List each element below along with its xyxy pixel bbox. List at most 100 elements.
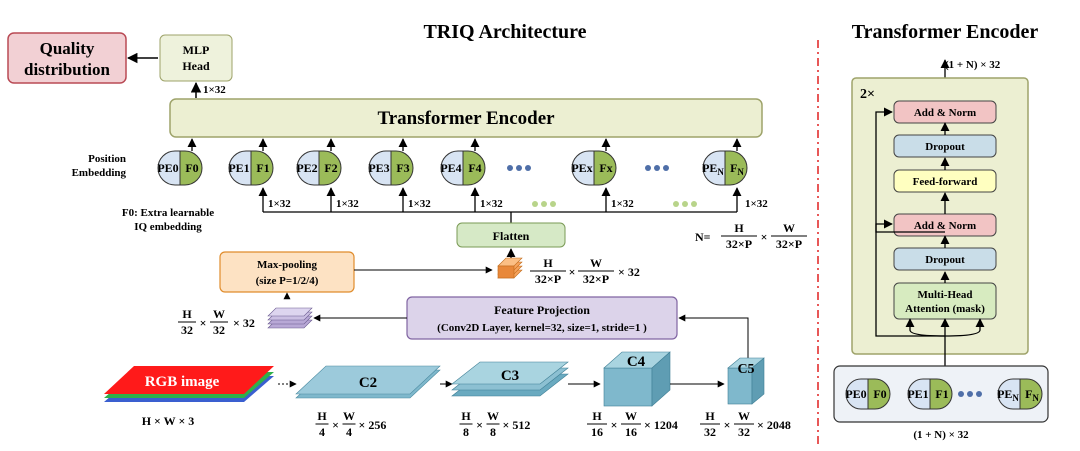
stage-times-1: × <box>476 418 483 432</box>
f0-note-2: IQ embedding <box>134 221 202 233</box>
stage-num1-3: H <box>705 409 715 423</box>
encoder-detail: (1 + N) × 32 2× Add & NormDropoutFeed-fo… <box>833 59 1049 441</box>
stage-den2-2: 16 <box>625 425 637 439</box>
top-pe-label-0: PE0 <box>157 161 178 175</box>
proj-tail: × 32 <box>233 316 255 330</box>
stage-c3: C3 <box>451 361 569 397</box>
proj-den1: 32 <box>181 323 193 337</box>
top-pe-label-2: PE2 <box>296 161 317 175</box>
encoder-block-label-1: Dropout <box>925 141 965 153</box>
ellipsis-dots-top <box>507 165 669 171</box>
encoder-block-label-4: Dropout <box>925 254 965 266</box>
top-f-label-5: Fx <box>599 161 612 175</box>
stage-den2-1: 8 <box>490 425 496 439</box>
stage-num1-1: H <box>461 409 471 423</box>
flatten-label: Flatten <box>493 229 530 243</box>
pooled-num2: W <box>590 256 602 270</box>
enc-in-pe-label-0: PE0 <box>845 387 866 401</box>
n-formula-den1: 32×P <box>726 237 752 251</box>
pooled-num1: H <box>543 256 553 270</box>
stage-tail-1: × 512 <box>503 418 531 432</box>
encoder-block-2: Feed-forward <box>893 169 997 193</box>
quality-distribution-box: Quality distribution <box>7 32 127 84</box>
n-formula-num2: W <box>783 221 795 235</box>
position-embedding-label-2: Embedding <box>72 167 127 179</box>
stage-c4-label: C4 <box>627 354 646 370</box>
flatten-box: Flatten <box>456 222 566 248</box>
mlp-label-2: Head <box>182 59 210 73</box>
stage-tail-3: × 2048 <box>757 418 791 432</box>
mha-label-2: Attention (mask) <box>905 303 985 315</box>
right-title: Transformer Encoder <box>852 21 1039 43</box>
encoder-block-3: Add & Norm <box>893 213 997 237</box>
maxpool-label-1: Max-pooling <box>257 259 317 271</box>
quality-label-1: Quality <box>40 39 95 58</box>
pooled-dims: H 32×P × W 32×P × 32 <box>530 256 640 286</box>
stage-num2-3: W <box>738 409 750 423</box>
mha-inputs <box>909 320 981 366</box>
encoder-block-4: Dropout <box>893 247 997 271</box>
enc-in-pe-label-1: PE1 <box>907 387 928 401</box>
dim-label-mlp: 1×32 <box>203 84 226 96</box>
mha-label-1: Multi-Head <box>918 289 973 301</box>
stage-num1-2: H <box>592 409 602 423</box>
encoder-block-label-0: Add & Norm <box>914 107 976 119</box>
stage-num2-1: W <box>487 409 499 423</box>
proj-label-2: (Conv2D Layer, kernel=32, size=1, stride… <box>437 322 647 334</box>
stage-num1-0: H <box>317 409 327 423</box>
stage-den1-3: 32 <box>704 425 716 439</box>
encoder-block-label-3: Add & Norm <box>914 220 976 232</box>
stage-c3-label: C3 <box>501 368 519 384</box>
f0-note-1: F0: Extra learnable <box>122 207 214 219</box>
encoder-block-label-2: Feed-forward <box>913 176 978 188</box>
proj-times: × <box>200 316 207 330</box>
enc-in-f-label-0: F0 <box>873 387 886 401</box>
enc-in-f-label-1: F1 <box>935 387 948 401</box>
stage-den1-2: 16 <box>591 425 603 439</box>
enc-in-token-1: PE1 F1 <box>907 378 953 410</box>
proj-dims: H 32 × W 32 × 32 <box>178 307 255 337</box>
encoder-in-dims: (1 + N) × 32 <box>913 429 969 441</box>
rgb-label: RGB image <box>145 374 220 390</box>
stage-tail-0: × 256 <box>359 418 387 432</box>
dim-label-f2: 1×32 <box>336 198 359 210</box>
stage-times-3: × <box>724 418 731 432</box>
proj-den2: 32 <box>213 323 225 337</box>
pooled-tail: × 32 <box>618 265 640 279</box>
stage-c2: C2 <box>295 365 441 399</box>
encoder-bar-label: Transformer Encoder <box>377 108 555 129</box>
stage-c4: C4 <box>603 351 671 407</box>
encoder-block-0: Add & Norm <box>893 100 997 124</box>
mlp-label-1: MLP <box>183 43 210 57</box>
dim-label-f3: 1×32 <box>408 198 431 210</box>
n-formula-times: × <box>761 230 768 244</box>
top-pe-label-4: PE4 <box>440 161 461 175</box>
stage-den2-0: 4 <box>346 425 352 439</box>
stage-times-2: × <box>611 418 618 432</box>
proj-num2: W <box>213 307 225 321</box>
pooled-times: × <box>569 265 576 279</box>
position-embedding-label-1: Position <box>88 153 126 165</box>
maxpool-label-2: (size P=1/2/4) <box>256 275 319 287</box>
mlp-head-box: MLP Head <box>159 34 233 82</box>
stage-times-0: × <box>332 418 339 432</box>
stage-dims-3: H32×W32× 2048 <box>700 409 791 439</box>
encoder-repeat: 2× <box>860 87 875 102</box>
stage-dims-1: H8×W8× 512 <box>459 409 531 439</box>
dim-label-f1: 1×32 <box>268 198 291 210</box>
stage-tail-2: × 1204 <box>644 418 678 432</box>
left-title: TRIQ Architecture <box>423 21 586 43</box>
n-formula-num1: H <box>734 221 744 235</box>
transformer-encoder-bar: Transformer Encoder <box>169 98 763 138</box>
top-pe-label-5: PEx <box>571 161 592 175</box>
max-pooling-box: Max-pooling (size P=1/2/4) <box>219 251 355 293</box>
stage-den1-0: 4 <box>319 425 325 439</box>
